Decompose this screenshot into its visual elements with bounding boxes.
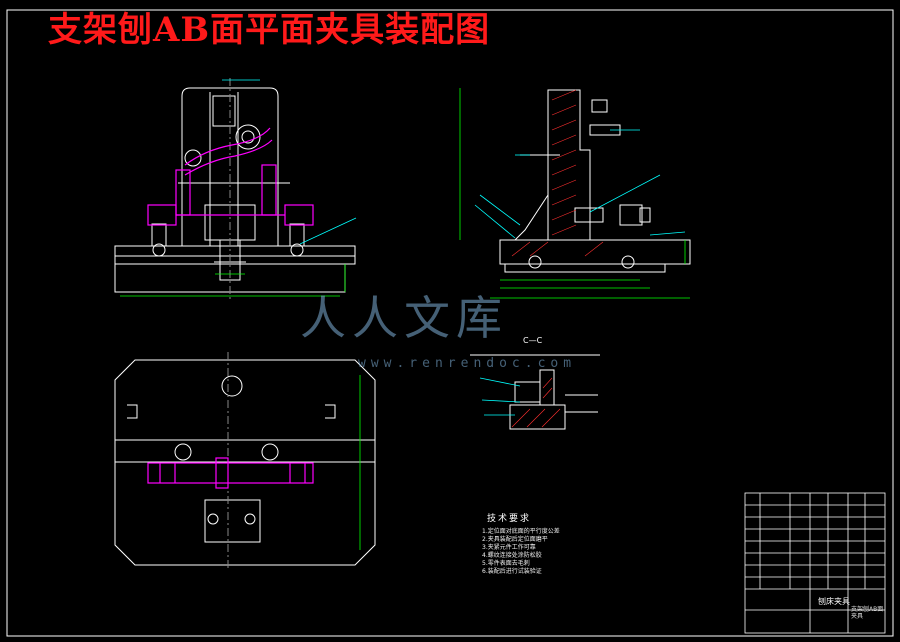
section-view-label: C—C [523, 336, 543, 345]
front-view-fixture [147, 127, 314, 226]
technical-requirement-line: 2.夹具装配后定位面磨平 [482, 536, 548, 543]
watermark-text: 人人文库 [300, 291, 508, 345]
section-cc [470, 354, 600, 430]
front-view [114, 78, 356, 300]
technical-requirement-line: 5.零件表面去毛刺 [482, 560, 530, 567]
technical-requirements-title: 技术要求 [487, 514, 532, 524]
top-view [114, 352, 376, 570]
top-view-fixture [147, 457, 314, 489]
title-block-name: 刨床夹具 [818, 597, 850, 606]
side-view [499, 89, 691, 273]
side-view-hatch [511, 89, 604, 257]
title-block [744, 492, 886, 634]
technical-requirement-line: 6.装配后进行试装验证 [482, 568, 542, 575]
technical-requirement-line: 1.定位面对底面的平行度公差 [482, 528, 560, 535]
side-view-dims [459, 88, 690, 299]
technical-requirement-line: 3.夹紧元件工作可靠 [482, 544, 536, 551]
drawing-border [6, 9, 894, 637]
front-view-dims [120, 264, 346, 297]
technical-requirement-line: 4.螺纹连接处涂防松胶 [482, 552, 542, 559]
technical-requirements-list: 1.定位面对底面的平行度公差 2.夹具装配后定位面磨平 3.夹紧元件工作可靠 4… [482, 528, 560, 576]
watermark-url: www.renrendoc.com [358, 356, 577, 371]
drawing-title: 支架刨AB面平面夹具装配图 [48, 10, 491, 50]
title-block-drawing-name: 支架刨AB面夹具 [851, 606, 884, 620]
